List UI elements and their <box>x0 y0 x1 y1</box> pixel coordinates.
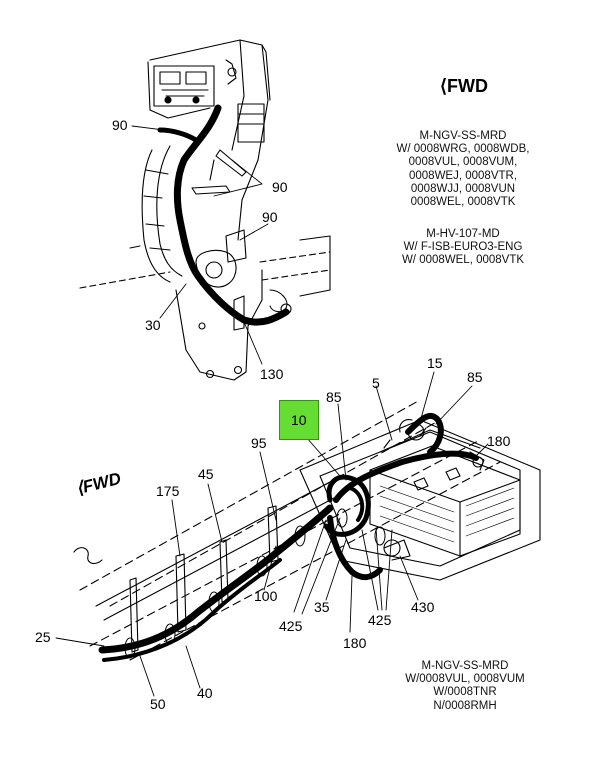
callout-90-b[interactable]: 90 <box>272 179 288 195</box>
callout-425-b[interactable]: 425 <box>368 612 392 628</box>
callout-90-a[interactable]: 90 <box>112 117 128 133</box>
note-line: W/0008TNR <box>433 686 497 699</box>
highlighted-callout-box[interactable] <box>279 400 319 440</box>
callout-85-a[interactable]: 85 <box>467 369 483 385</box>
callout-10[interactable]: 10 <box>291 412 307 428</box>
callout-90-c[interactable]: 90 <box>262 209 278 225</box>
note-line: 0008WJJ, 0008VUN <box>410 182 516 195</box>
callout-180-b[interactable]: 180 <box>343 635 367 651</box>
callout-30[interactable]: 30 <box>145 317 161 333</box>
callout-100[interactable]: 100 <box>254 588 278 604</box>
note-line: M-HV-107-MD <box>426 228 500 240</box>
callout-180-a[interactable]: 180 <box>487 433 511 449</box>
note-line: W/ 0008WRG, 0008WDB, <box>396 143 530 156</box>
callout-130[interactable]: 130 <box>260 366 284 382</box>
note-line: W/ 0008WEL, 0008VTK <box>401 254 525 267</box>
callout-95[interactable]: 95 <box>251 435 267 451</box>
callout-5[interactable]: 5 <box>372 375 380 391</box>
note-line: M-NGV-SS-MRD <box>419 130 507 142</box>
note-line: 0008WEJ, 0008VTR, <box>408 169 518 182</box>
fwd-arrow-icon: ⟨ <box>440 76 448 96</box>
callout-85-b[interactable]: 85 <box>326 389 342 405</box>
callout-425-a[interactable]: 425 <box>279 618 303 634</box>
callout-35[interactable]: 35 <box>314 599 330 615</box>
top-note-2: M-HV-107-MD W/ F-ISB-EURO3-ENG W/ 0008WE… <box>384 228 542 268</box>
callout-45[interactable]: 45 <box>198 466 214 482</box>
bottom-note: M-NGV-SS-MRD W/0008VUL, 0008VUM W/0008TN… <box>390 660 540 713</box>
note-line: 0008VUL, 0008VUM, <box>408 156 518 169</box>
note-line: 0008WEL, 0008VTK <box>410 196 516 209</box>
note-line: W/0008VUL, 0008VUM <box>405 673 525 686</box>
bottom-view-drawing <box>55 371 541 697</box>
note-line: N/0008RMH <box>433 699 497 712</box>
callout-25[interactable]: 25 <box>35 629 51 645</box>
callout-50[interactable]: 50 <box>150 696 166 712</box>
callout-430[interactable]: 430 <box>411 599 435 615</box>
top-note-1: M-NGV-SS-MRD W/ 0008WRG, 0008WDB, 0008VU… <box>388 130 538 209</box>
note-line: M-NGV-SS-MRD <box>421 660 509 672</box>
note-line: W/ F-ISB-EURO3-ENG <box>403 241 523 254</box>
callout-15[interactable]: 15 <box>427 355 443 371</box>
fwd-indicator-top: ⟨FWD <box>440 76 488 97</box>
callout-175[interactable]: 175 <box>156 483 180 499</box>
callout-40[interactable]: 40 <box>197 685 213 701</box>
top-view-drawing <box>79 39 331 381</box>
fwd-label-top: FWD <box>447 76 489 96</box>
